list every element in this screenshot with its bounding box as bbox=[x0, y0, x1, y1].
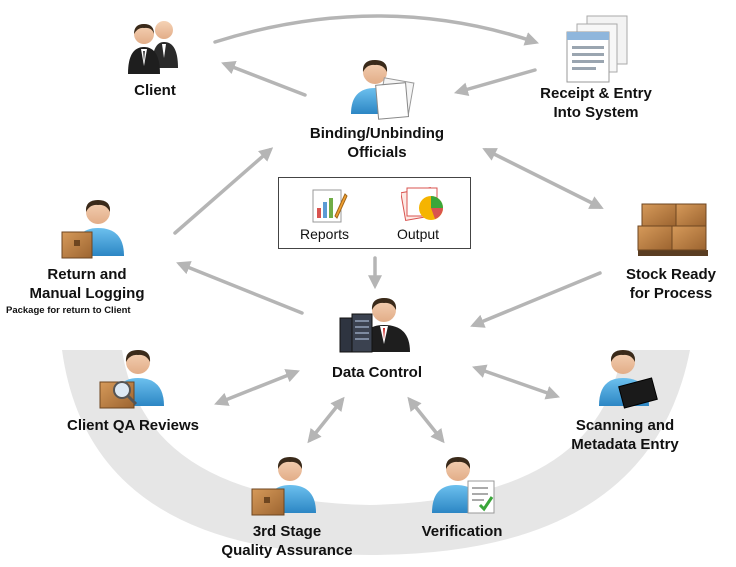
return-label-line1: Return and bbox=[47, 266, 127, 283]
binding-label-line2: Officials bbox=[347, 144, 407, 161]
receipt-label-line2: Into System bbox=[553, 104, 639, 121]
flow-arrows bbox=[173, 14, 604, 444]
node-client-qa: Client QA Reviews bbox=[67, 416, 199, 435]
person-with-tablet-icon bbox=[599, 350, 658, 409]
output-label: Output bbox=[397, 226, 440, 242]
lower-arc-band bbox=[62, 350, 690, 555]
arrow-return-to-binding bbox=[173, 147, 274, 235]
binding-label-line1: Binding/Unbinding bbox=[309, 125, 445, 142]
node-binding: Binding/Unbinding Officials bbox=[310, 124, 444, 162]
node-stock-ready: Stock Ready for Process bbox=[626, 265, 716, 303]
arrow-binding-to-client bbox=[221, 61, 307, 97]
scanning-label-line1: Scanning and bbox=[575, 417, 675, 434]
arrow-receipt-to-binding bbox=[453, 68, 537, 97]
output-chart-icon bbox=[401, 187, 443, 221]
person-with-papers-icon bbox=[351, 60, 415, 120]
boxes-pallet-icon bbox=[637, 203, 708, 256]
receipt-label-line1: Receipt & Entry bbox=[540, 85, 652, 102]
reports-output-panel: Reports Output bbox=[278, 177, 471, 249]
arrow-datacontrol-to-return bbox=[176, 261, 304, 315]
arrow-binding-stock bbox=[482, 148, 604, 209]
stock-label-line2: for Process bbox=[629, 285, 713, 302]
stock-label-line1: Stock Ready bbox=[625, 266, 717, 283]
arrow-stock-to-datacontrol bbox=[470, 271, 602, 328]
documents-icon bbox=[566, 15, 628, 83]
qa3-label-line2: Quality Assurance bbox=[221, 542, 353, 559]
client-label: Client bbox=[134, 82, 176, 99]
arrow-client-to-receipt bbox=[213, 14, 539, 46]
arrow-clientqa-datacontrol bbox=[214, 369, 300, 406]
two-people-icon bbox=[128, 21, 178, 74]
arrow-datacontrol-qa3 bbox=[307, 396, 345, 444]
node-verification: Verification bbox=[422, 522, 503, 541]
person-with-magnifier-icon bbox=[99, 350, 164, 409]
arrow-datacontrol-scanning bbox=[472, 364, 560, 400]
node-client: Client bbox=[134, 81, 176, 100]
person-with-checklist-icon bbox=[432, 457, 495, 514]
node-receipt-entry: Receipt & Entry Into System bbox=[540, 84, 652, 122]
return-note: Package for return to Client bbox=[6, 305, 131, 316]
verification-label: Verification bbox=[421, 523, 503, 540]
scanning-label-line2: Metadata Entry bbox=[571, 436, 679, 453]
person-with-server-icon bbox=[339, 298, 410, 353]
return-label-line2: Manual Logging bbox=[29, 285, 145, 302]
node-return-logging: Return and Manual Logging bbox=[30, 265, 145, 303]
data-control-label: Data Control bbox=[332, 364, 422, 381]
arrow-datacontrol-verification bbox=[407, 396, 445, 444]
client-qa-label: Client QA Reviews bbox=[67, 417, 199, 434]
person-with-box-icon bbox=[61, 200, 124, 259]
node-scanning: Scanning and Metadata Entry bbox=[571, 416, 679, 454]
node-3rd-stage-qa: 3rd Stage Quality Assurance bbox=[221, 522, 352, 560]
node-data-control: Data Control bbox=[332, 363, 422, 382]
qa3-label-line1: 3rd Stage bbox=[252, 523, 322, 540]
reports-icon bbox=[312, 189, 348, 223]
person-with-box-icon bbox=[251, 457, 316, 516]
reports-label: Reports bbox=[300, 226, 350, 242]
